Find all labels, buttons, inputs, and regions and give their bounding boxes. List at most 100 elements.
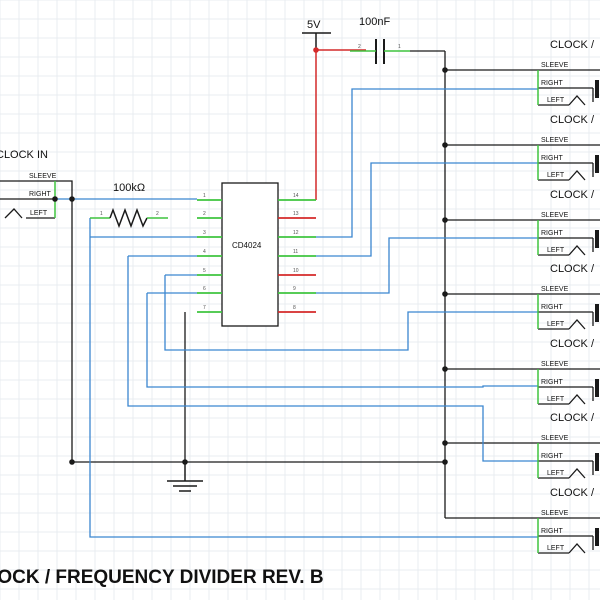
jack-sleeve-label: SLEEVE [541,510,569,517]
resistor-pin-right: 2 [156,211,159,217]
ic-pin-left-number: 5 [203,268,206,274]
junction-dot [52,196,58,202]
signal-wire [316,162,538,257]
chip-label: CD4024 [232,241,262,250]
jack-name: CLOCK / [550,487,595,499]
junctions [52,47,448,465]
jack-sleeve-label: SLEEVE [541,212,569,219]
ic-pin-right-number: 11 [293,249,298,255]
jack-right-label: RIGHT [541,379,564,386]
jack-name: CLOCK / [550,39,595,51]
jack-sleeve-block [595,80,599,98]
ic-pin-right-number: 12 [293,230,299,236]
ic-pin-left-number: 6 [203,286,206,292]
ground-symbol [167,462,203,492]
jack-right-label: RIGHT [541,230,564,237]
junction-dot [442,459,448,465]
junction-dot [69,196,75,202]
signal-wire [89,218,538,538]
jack-left-label: LEFT [547,247,565,254]
junction-dot [442,142,448,148]
resistor: 100kΩ 1 2 [90,182,168,229]
signal-wire [164,275,538,351]
signal-wires [55,88,538,538]
jack-right-label: RIGHT [541,528,564,535]
junction-dot [182,459,188,465]
ic-pin-left-number: 4 [203,249,206,255]
output-jack: CLOCK / SLEEVE RIGHT LEFT [537,412,600,479]
ground-wire [55,180,445,463]
junction-dot [442,67,448,73]
signal-wire [316,88,538,238]
jack-tip-shape [568,95,586,106]
jack-tip-shape [568,394,586,405]
jack-tip-shape [568,170,586,181]
jack-sleeve-block [595,379,599,397]
jack-name: CLOCK / [550,412,595,424]
ic-pin-left-number: 2 [203,211,206,217]
jack-name: CLOCK IN [0,149,48,161]
capacitor-pin-left: 2 [358,44,361,50]
jack-left-label: LEFT [547,396,565,403]
jack-right-label: RIGHT [541,155,564,162]
capacitor-label: 100nF [359,16,390,28]
ic-pin-left-number: 1 [203,193,206,199]
output-jack: CLOCK / SLEEVE RIGHT LEFT [537,189,600,256]
clock-in-jack: CLOCK IN SLEEVE RIGHT LEFT [0,149,57,219]
jack-sleeve-label: SLEEVE [541,286,569,293]
jack-right-label: RIGHT [541,304,564,311]
jack-name: CLOCK / [550,114,595,126]
jack-right-label: RIGHT [29,191,52,198]
jack-name: CLOCK / [550,263,595,275]
jack-tip-shape [568,468,586,479]
jack-left-label: LEFT [547,97,565,104]
jack-sleeve-block [595,528,599,546]
ic-pin-right-number: 8 [293,305,296,311]
jack-right-label: RIGHT [541,80,564,87]
jack-left-label: LEFT [30,210,48,217]
jack-left-label: LEFT [547,545,565,552]
capacitor: 100nF 2 1 [350,16,446,70]
jack-sleeve-label: SLEEVE [29,173,57,180]
junction-dot [442,291,448,297]
ic-pin-left-number: 7 [203,305,206,311]
output-jack: CLOCK / SLEEVE RIGHT LEFT [537,487,600,554]
jack-left-label: LEFT [547,172,565,179]
ic-pin-right-number: 10 [293,268,299,274]
output-jack: CLOCK / SLEEVE RIGHT LEFT [537,39,600,106]
ic-pin-right-number: 14 [293,193,299,199]
signal-wire [146,293,538,388]
power-label: 5V [307,19,321,31]
jack-tip-shape [568,319,586,330]
jack-name: CLOCK / [550,338,595,350]
signal-wire [127,256,538,462]
jack-sleeve-block [595,453,599,471]
output-jacks: CLOCK / SLEEVE RIGHT LEFT CLOCK / SLEEVE RIGHT… [537,39,600,554]
power-symbol: 5V [302,19,331,50]
jack-sleeve-block [595,155,599,173]
capacitor-pin-right: 1 [398,44,401,50]
signal-wire [316,237,538,294]
resistor-pin-left: 1 [100,211,103,217]
jack-tip-shape [568,245,586,256]
jack-left-label: LEFT [547,321,565,328]
junction-dot [313,47,319,53]
jack-sleeve-block [595,304,599,322]
jack-right-label: RIGHT [541,453,564,460]
jack-tip-shape [568,543,586,554]
jack-sleeve-label: SLEEVE [541,435,569,442]
junction-dot [442,217,448,223]
jack-sleeve-label: SLEEVE [541,62,569,69]
ic-pin-right-number: 13 [293,211,299,217]
jack-name: CLOCK / [550,189,595,201]
jack-sleeve-block [595,230,599,248]
jack-left-label: LEFT [547,470,565,477]
output-jack: CLOCK / SLEEVE RIGHT LEFT [537,263,600,330]
schematic-title: CLOCK / FREQUENCY DIVIDER REV. B [0,567,324,588]
jack-sleeve-label: SLEEVE [541,137,569,144]
output-jack: CLOCK / SLEEVE RIGHT LEFT [537,114,600,181]
